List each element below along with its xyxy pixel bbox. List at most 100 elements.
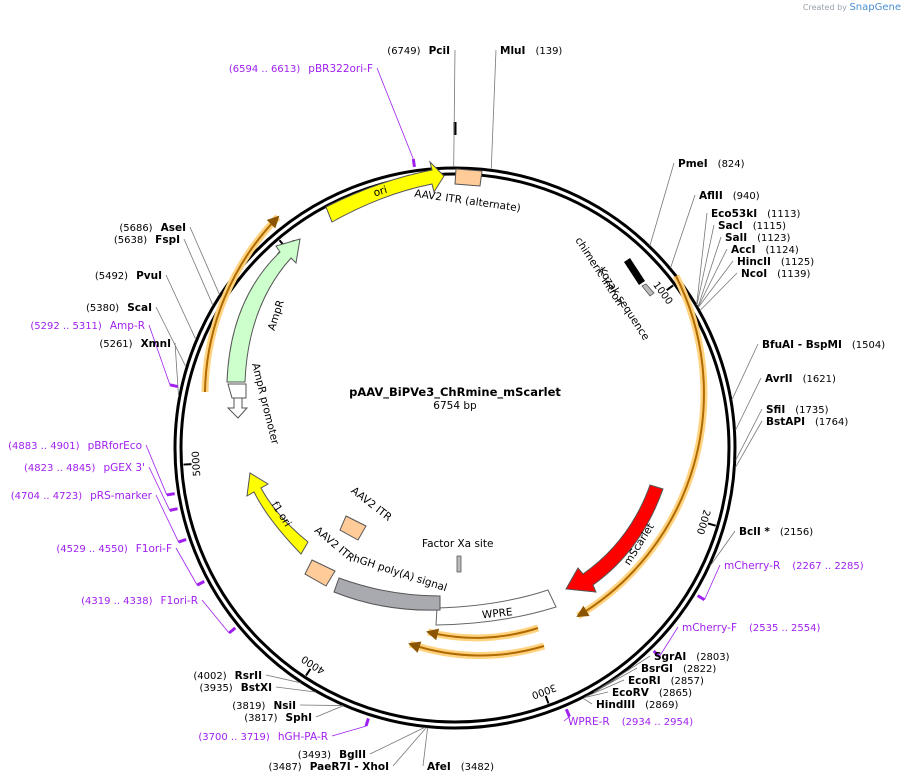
enzyme-position: (5492) xyxy=(95,271,128,282)
enzyme-sfii[interactable]: SfiI(1735) xyxy=(766,404,829,416)
enzyme-acci[interactable]: AccI(1124) xyxy=(731,244,799,256)
enzyme-ncoi[interactable]: NcoI(1139) xyxy=(741,268,810,280)
primer-mcherry-r[interactable]: mCherry-R(2267 .. 2285) xyxy=(724,560,864,572)
primer-mark-pgex-3[interactable] xyxy=(169,507,178,512)
primer-mark-mcherry-f[interactable] xyxy=(652,649,661,658)
feature-factor-xa-site[interactable] xyxy=(456,555,462,573)
enzyme-sphi[interactable]: (3817)SphI xyxy=(244,712,312,724)
primer-pbr322ori-f[interactable]: (6594 .. 6613)pBR322ori-F xyxy=(229,63,373,75)
feature-ampr[interactable] xyxy=(226,238,301,383)
primer-f1ori-f[interactable]: (4529 .. 4550)F1ori-F xyxy=(56,543,172,555)
orf-arc-right xyxy=(576,275,705,618)
feature-hgh-polya-signal[interactable] xyxy=(333,577,441,611)
enzyme-mlui[interactable]: MluI(139) xyxy=(500,45,562,57)
primer-pbrforeco[interactable]: (4883 .. 4901)pBRforEco xyxy=(8,440,142,452)
primer-hgh-pa-r[interactable]: (3700 .. 3719)hGH-PA-R xyxy=(198,731,328,743)
primer-leader-mcherry-f xyxy=(658,626,679,657)
primer-mark-f1ori-r[interactable] xyxy=(228,626,237,635)
feature-wpre[interactable] xyxy=(435,589,557,626)
enzyme-afei[interactable]: AfeI(3482) xyxy=(427,761,494,773)
enzyme-position: (3935) xyxy=(199,683,232,694)
enzyme-eco53ki[interactable]: Eco53kI(1113) xyxy=(711,208,800,220)
enzyme-fspi[interactable]: (5638)FspI xyxy=(114,234,180,246)
enzyme-position: (3819) xyxy=(232,701,265,712)
enzyme-avrii[interactable]: AvrII(1621) xyxy=(765,373,836,385)
enzyme-rsrii[interactable]: (4002)RsrII xyxy=(193,670,262,682)
enzyme-paer7i-xhoi[interactable]: (3487) PaeR7I - XhoI xyxy=(268,761,389,773)
enzyme-name: MluI xyxy=(500,45,525,57)
enzyme-bcli[interactable]: BclI *(2156) xyxy=(739,526,813,538)
primer-leader-prs-marker xyxy=(155,494,179,543)
feature-f1-ori[interactable] xyxy=(246,472,309,555)
enzyme-bsrgi[interactable]: BsrGI(2822) xyxy=(641,663,716,675)
feature-aav2-itr[interactable] xyxy=(304,559,336,587)
feature-ampr-promoter[interactable] xyxy=(226,397,249,419)
primer-f1ori-r[interactable]: (4319 .. 4338)F1ori-R xyxy=(81,595,198,607)
primer-wpre-r[interactable]: WPRE-R(2934 .. 2954) xyxy=(568,716,693,728)
enzyme-nsii[interactable]: (3819)NsiI xyxy=(232,700,296,712)
enzyme-position: (2803) xyxy=(696,652,729,663)
enzyme-pvui[interactable]: (5492) PvuI xyxy=(95,270,162,282)
enzyme-ecori[interactable]: EcoRI(2857) xyxy=(628,675,704,687)
feature-ampr-promoter-box[interactable] xyxy=(227,383,247,399)
enzyme-name: PaeR7I - XhoI xyxy=(310,761,389,773)
enzyme-xmni[interactable]: (5261)XmnI xyxy=(99,338,171,350)
primer-leader-pbr322ori-f xyxy=(376,67,414,160)
primer-mcherry-f[interactable]: mCherry-F(2535 .. 2554) xyxy=(682,622,820,634)
enzyme-aflii[interactable]: AflII(940) xyxy=(699,190,760,202)
enzyme-asei[interactable]: (5686)AseI xyxy=(119,222,186,234)
primer-mark-mcherry-r[interactable] xyxy=(696,594,706,602)
enzyme-bstapi[interactable]: BstAPI(1764) xyxy=(766,416,848,428)
enzyme-leader-bglii xyxy=(369,727,425,755)
enzyme-name: SalI xyxy=(725,232,747,244)
feature-aav2-itr-inner[interactable] xyxy=(339,515,367,541)
label-aav2-itr-inner: AAV2 ITR xyxy=(349,485,394,524)
created-by-text: Created by xyxy=(802,3,847,12)
features xyxy=(226,160,664,626)
feature-chimeric-intron[interactable] xyxy=(624,258,645,285)
enzyme-bfuai-bspmi[interactable]: BfuAI - BspMI(1504) xyxy=(762,339,885,351)
feature-ori[interactable] xyxy=(325,160,445,223)
primer-mark-amp-r[interactable] xyxy=(169,383,179,388)
primer-range: (4529 .. 4550) xyxy=(56,544,128,555)
primer-range: (2934 .. 2954) xyxy=(622,717,694,728)
enzyme-bglii[interactable]: (3493)BglII xyxy=(298,749,366,761)
enzyme-name: FspI xyxy=(155,234,180,246)
enzyme-ecorv[interactable]: EcoRV(2865) xyxy=(612,687,692,699)
enzyme-position: (3487) xyxy=(268,762,301,773)
enzyme-leader-bsrgi xyxy=(593,667,638,693)
enzyme-name: SgrAI xyxy=(654,651,686,663)
enzyme-position: (2156) xyxy=(780,527,813,538)
primer-name: mCherry-F xyxy=(682,622,737,634)
enzyme-hincii[interactable]: HincII(1125) xyxy=(737,256,814,268)
enzyme-pmei[interactable]: PmeI(824) xyxy=(678,158,745,170)
enzyme-position: (2865) xyxy=(659,688,692,699)
enzyme-bstxi[interactable]: (3935)BstXI xyxy=(199,682,272,694)
enzyme-hindiii[interactable]: HindIII(2869) xyxy=(596,699,678,711)
enzyme-name: PvuI xyxy=(136,270,162,282)
enzyme-leader-sphi xyxy=(315,705,344,718)
enzyme-saci[interactable]: SacI(1115) xyxy=(718,220,786,232)
feature-aav2-itr-alternate[interactable] xyxy=(454,168,483,187)
enzyme-sgrai[interactable]: SgrAI (2803) xyxy=(654,651,730,663)
enzyme-sali[interactable]: SalI(1123) xyxy=(725,232,791,244)
primer-amp-r[interactable]: (5292 .. 5311)Amp-R xyxy=(30,320,145,332)
primer-mark-wpre-r[interactable] xyxy=(564,708,571,718)
primer-mark-prs-marker[interactable] xyxy=(178,538,187,544)
enzyme-leader-ecori xyxy=(585,679,625,698)
enzyme-name: XmnI xyxy=(141,338,171,350)
enzyme-leader-ecorv xyxy=(583,691,609,699)
feature-mscarlet[interactable] xyxy=(565,484,664,593)
feature-kozak-sequence[interactable] xyxy=(641,283,655,297)
primer-mark-f1ori-f[interactable] xyxy=(196,580,205,587)
primer-mark-hgh-pa-r[interactable] xyxy=(364,718,370,727)
backbone-inner-ring xyxy=(179,172,731,724)
enzyme-pcii[interactable]: (6749)PciI xyxy=(387,45,450,57)
primer-mark-pbrforeco[interactable] xyxy=(166,492,175,497)
enzyme-name: SacI xyxy=(718,220,743,232)
primer-prs-marker[interactable]: (4704 .. 4723)pRS-marker xyxy=(11,490,153,502)
primer-mark-pbr322ori-f[interactable] xyxy=(411,158,416,168)
primer-pgex-3[interactable]: (4823 .. 4845)pGEX 3' xyxy=(24,462,145,474)
enzyme-leader-eco53ki xyxy=(696,212,708,305)
enzyme-scai[interactable]: (5380)ScaI xyxy=(86,302,152,314)
